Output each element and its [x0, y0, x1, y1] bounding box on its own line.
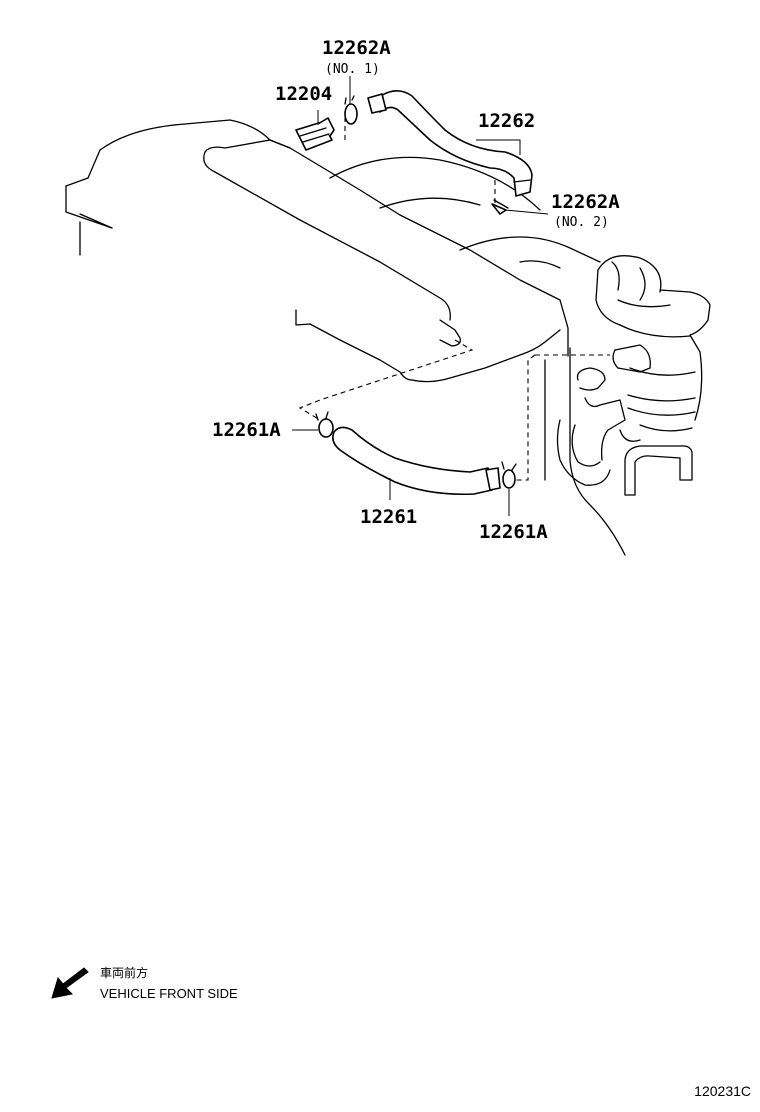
callout-12261-number: 12261 — [360, 506, 417, 528]
clamp-12261a-left — [315, 411, 334, 438]
engine-head-cover — [65, 119, 601, 383]
pcv-valve-12204 — [295, 117, 335, 151]
callout-12204-number: 12204 — [275, 83, 332, 105]
clamp-12261a-right — [501, 461, 517, 489]
front-direction-arrow-icon — [51, 967, 89, 999]
legend-japanese-label: 車両前方 — [100, 965, 148, 980]
leader-lines — [292, 76, 549, 516]
callout-12262a-no1-note: (NO. 1) — [325, 62, 380, 77]
callout-12262a-no1-number: 12262A — [322, 37, 391, 59]
legend-english-label: VEHICLE FRONT SIDE — [100, 986, 238, 1001]
callout-12262a-no2-number: 12262A — [551, 191, 620, 213]
clamp-12262a-no1 — [344, 95, 358, 125]
dashed-guides — [298, 118, 610, 481]
callout-12262a-no2-note: (NO. 2) — [554, 215, 609, 230]
callout-12261a-left-number: 12261A — [212, 419, 281, 441]
ventilation-hose-12261 — [332, 426, 501, 496]
figure-id: 120231C — [694, 1083, 751, 1099]
ventilation-hose-12262 — [367, 90, 533, 197]
clamp-12262a-no2 — [491, 199, 509, 215]
intake-assembly — [595, 255, 711, 432]
callout-12262-number: 12262 — [478, 110, 535, 132]
vehicle-front-legend: 車両前方 VEHICLE FRONT SIDE — [51, 965, 238, 1001]
callout-12261a-right-number: 12261A — [479, 521, 548, 543]
lower-engine-hardware — [544, 347, 693, 556]
